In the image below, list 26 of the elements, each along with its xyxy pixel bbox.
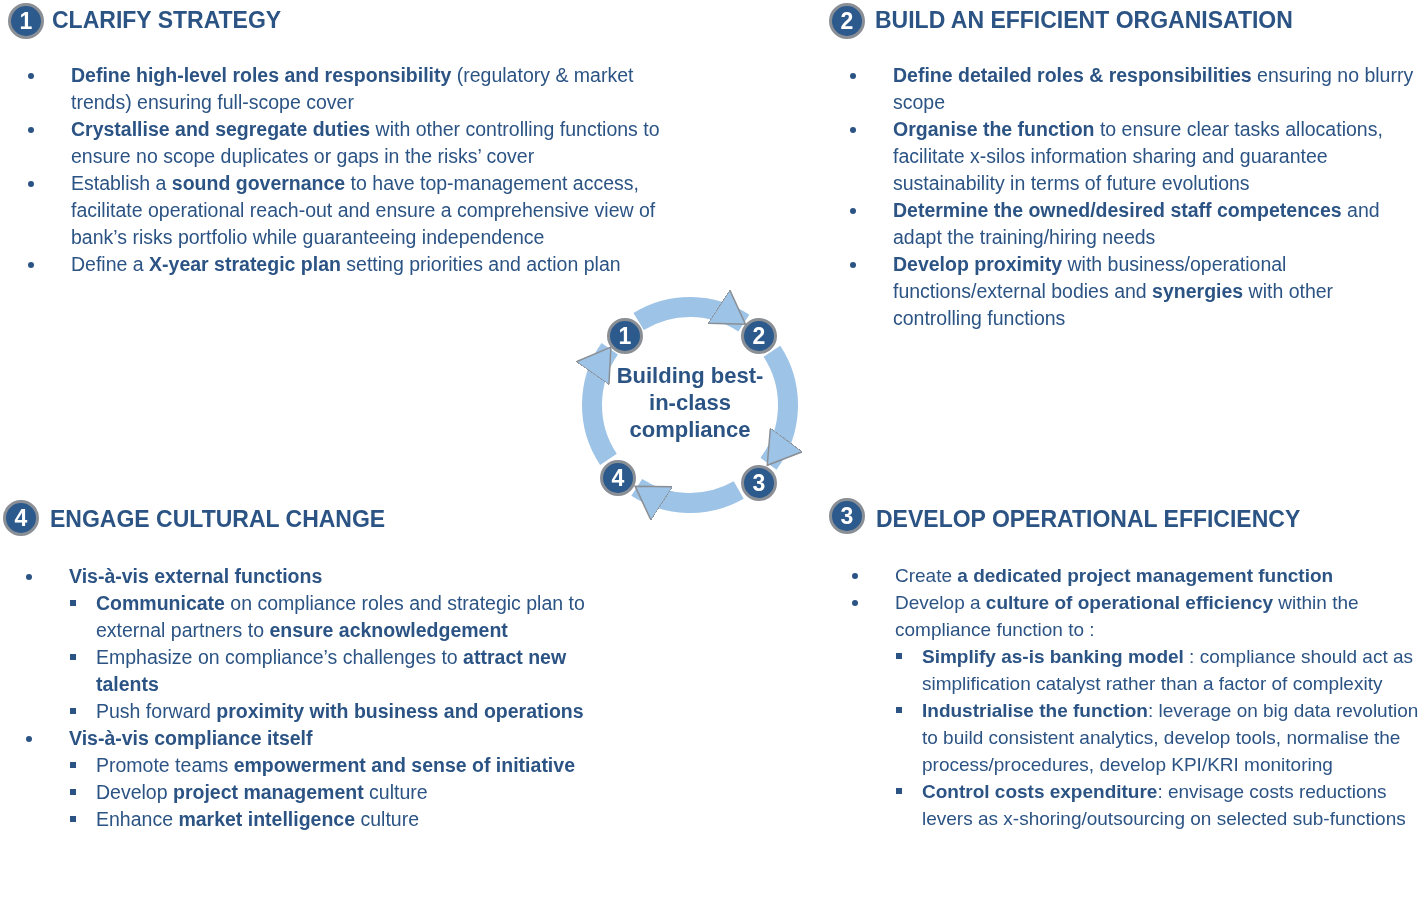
number-badge: 2 (829, 3, 865, 39)
number-badge: 4 (3, 500, 39, 536)
section-heading: DEVELOP OPERATIONAL EFFICIENCY (876, 506, 1301, 533)
number-badge: 2 (741, 318, 777, 354)
number-badge: 4 (600, 460, 636, 496)
number-badge: 3 (741, 465, 777, 501)
section-heading: BUILD AN EFFICIENT ORGANISATION (875, 7, 1293, 34)
bullet-text: Develop a culture of operational efficiency within the compliance function to : (895, 591, 1360, 642)
bullet-text: Develop project management culture (96, 780, 429, 805)
bullet-text: Develop proximity with business/operational functions/external bodies and synergies with other controlling functions (893, 252, 1335, 331)
bullet-text: Simplify as-is banking model : compliance should act as simplification catalyst rather than a factor of complexity (922, 645, 1415, 696)
bullet-text: Push forward proximity with business and operations (96, 699, 585, 724)
center-title: Building best-in-class compliance (615, 362, 765, 443)
section-heading: ENGAGE CULTURAL CHANGE (50, 506, 386, 533)
number-badge: 3 (829, 498, 865, 534)
bullet-text: Define a X-year strategic plan setting priorities and action plan (71, 252, 622, 277)
number-badge: 1 (607, 318, 643, 354)
bullet-text: Industrialise the function: leverage on big data revolution to build consistent analytics, develop tools, normalise the process/procedures, develop KPI/KRI monitoring (922, 699, 1420, 777)
bullet-text: Promote teams empowerment and sense of initiative (96, 753, 576, 778)
bullet-text: Control costs expenditure: envisage costs reductions levers as x-shoring/outsourcing on selected sub-functions (922, 780, 1407, 831)
bullet-text: Enhance market intelligence culture (96, 807, 420, 832)
section-heading: CLARIFY STRATEGY (52, 7, 282, 34)
number-badge: 1 (8, 3, 44, 39)
bullet-text: Vis-à-vis external functions (69, 564, 324, 589)
bullet-text: Create a dedicated project management function (895, 564, 1335, 588)
bullet-text: Vis-à-vis compliance itself (69, 726, 314, 751)
